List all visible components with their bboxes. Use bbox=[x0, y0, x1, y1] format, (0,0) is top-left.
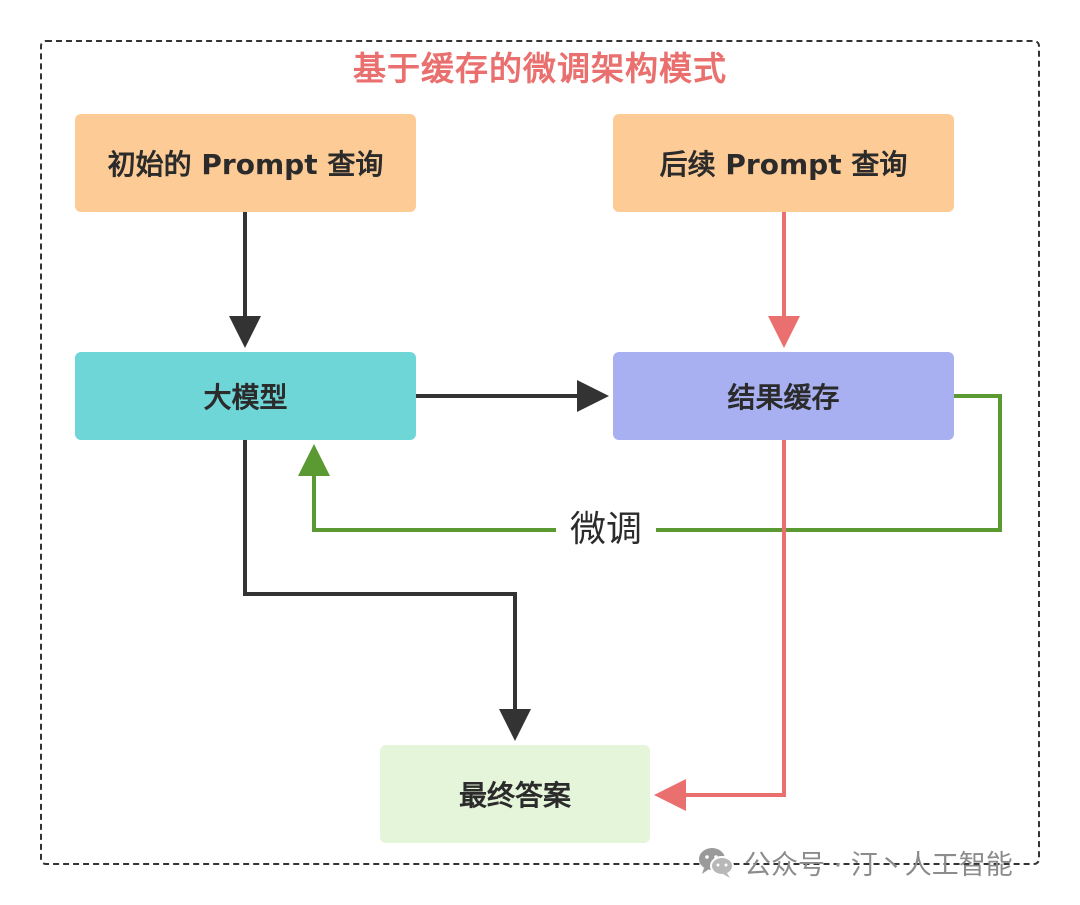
edge-cache-to-llm-finetune bbox=[298, 394, 1002, 532]
edge-cache-to-final bbox=[654, 440, 786, 811]
wechat-icon bbox=[699, 848, 734, 878]
finetune-edge-label: 微调 bbox=[556, 505, 656, 555]
diagram-frame bbox=[40, 40, 1040, 865]
watermark: 公众号 · 汀丶人工智能 bbox=[696, 842, 1013, 882]
initial-prompt-node: 初始的 Prompt 查询 bbox=[75, 114, 416, 212]
diagram-title: 基于缓存的微调架构模式 bbox=[353, 49, 727, 88]
edge-llm-to-final bbox=[243, 440, 531, 741]
watermark-text: 公众号 · 汀丶人工智能 bbox=[744, 849, 1013, 881]
result-cache-node: 结果缓存 bbox=[613, 352, 954, 440]
llm-node: 大模型 bbox=[75, 352, 416, 440]
final-answer-node: 最终答案 bbox=[380, 745, 650, 843]
followup-prompt-node: 后续 Prompt 查询 bbox=[613, 114, 954, 212]
